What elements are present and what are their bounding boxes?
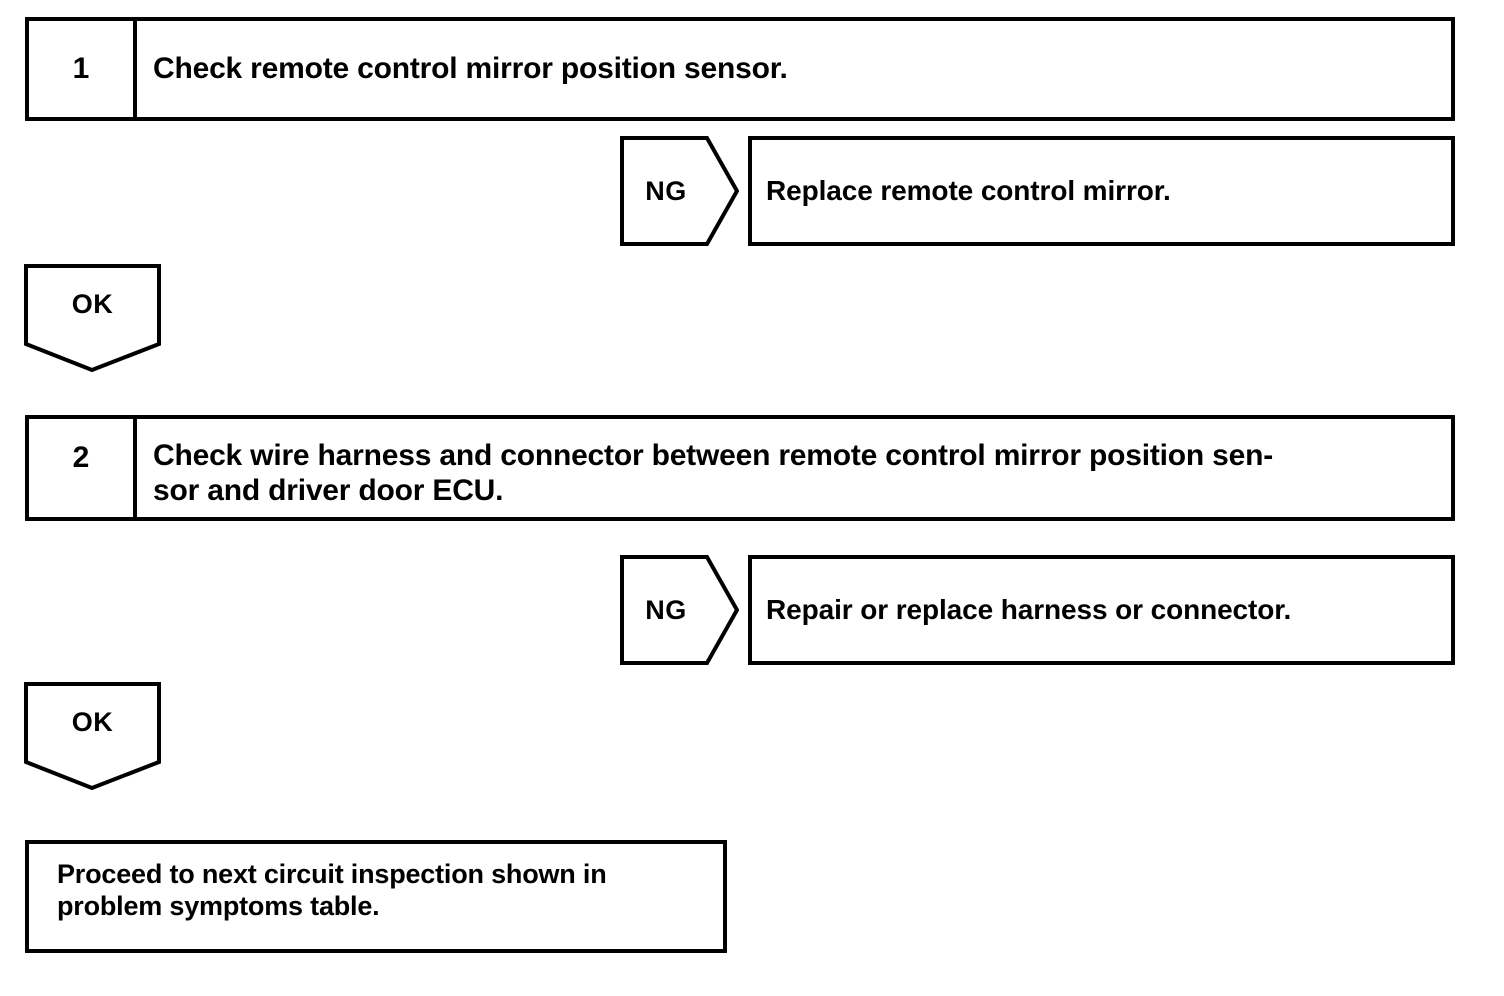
ok-pentagon-shape (24, 264, 161, 372)
step-1-ng-arrow: NG (620, 136, 739, 246)
step-1-box: 1 Check remote control mirror position s… (25, 17, 1455, 121)
ng-pentagon-shape (620, 136, 739, 246)
step-1-ok-arrow: OK (24, 264, 161, 372)
step-2-text-line-1: Check wire harness and connector between… (153, 439, 1274, 472)
step-2-box: 2 Check wire harness and connector betwe… (25, 415, 1455, 521)
step-2-text-line-2: sor and driver door ECU. (153, 474, 504, 508)
step-1-ok-label: OK (71, 288, 114, 319)
ok-pentagon-shape (24, 682, 161, 790)
step-2-ng-arrow: NG (620, 555, 739, 665)
step-1-ng-result-box: Replace remote control mirror. (748, 136, 1455, 246)
step-2-ok-arrow: OK (24, 682, 161, 790)
step-2-ng-result-box: Repair or replace harness or connector. (748, 555, 1455, 665)
step-1-number: 1 (29, 21, 137, 117)
step-2-text: Check wire harness and connector between… (137, 419, 1451, 517)
step-1-ng-result-text: Replace remote control mirror. (766, 175, 1171, 206)
step-2-number: 2 (29, 419, 137, 517)
terminal-text-line-2: problem symptoms table. (57, 891, 380, 922)
step-2-ng-label: NG (645, 594, 687, 625)
step-1-ng-label: NG (645, 175, 687, 206)
step-1-text: Check remote control mirror position sen… (153, 52, 788, 86)
step-2-ng-result-text: Repair or replace harness or connector. (766, 594, 1292, 625)
terminal-text-line-1: Proceed to next circuit inspection shown… (57, 859, 607, 889)
step-2-ok-label: OK (71, 706, 114, 737)
ng-pentagon-shape (620, 555, 739, 665)
terminal-box: Proceed to next circuit inspection shown… (25, 840, 727, 953)
